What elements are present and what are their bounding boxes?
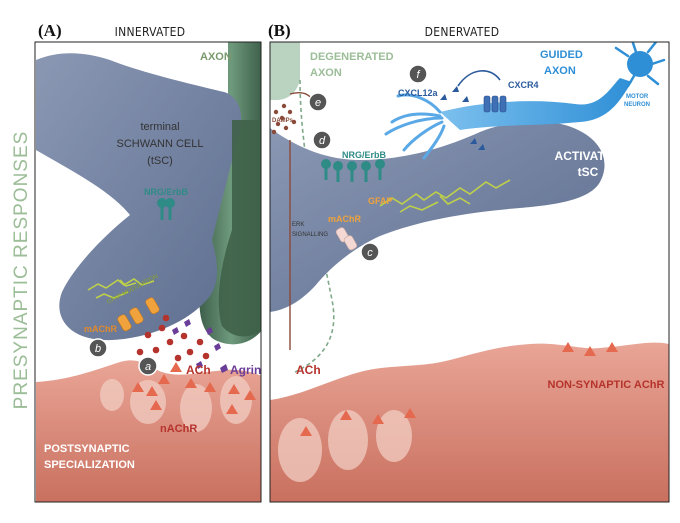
badge-a: a bbox=[138, 356, 158, 376]
postsynaptic-label-line2: SPECIALIZATION bbox=[44, 459, 135, 471]
panel-a-letter: (A) bbox=[38, 21, 62, 40]
motor-neuron-label-line1: MOTOR bbox=[626, 94, 649, 100]
panel-b-title: DENERVATED bbox=[425, 25, 500, 39]
degenerated-axon-outline bbox=[294, 79, 335, 373]
machr-label-a: mAChR bbox=[84, 324, 117, 334]
machr-receptors-b bbox=[335, 227, 358, 251]
badge-c: c bbox=[360, 242, 380, 262]
schwann-label-line3: (tSC) bbox=[147, 155, 173, 167]
ach-molecules-a bbox=[136, 314, 210, 362]
svg-text:e: e bbox=[315, 97, 321, 109]
non-synaptic-achr bbox=[300, 342, 618, 436]
cxcl12a-arrow bbox=[457, 70, 501, 87]
side-title: PRESYNAPTIC RESPONSES bbox=[11, 131, 32, 410]
nrg-label-a: NRG/ErbB bbox=[144, 187, 189, 197]
agrin-molecules-a bbox=[172, 319, 221, 369]
muscle-b bbox=[270, 342, 669, 502]
schwann-label-line1: terminal bbox=[140, 121, 179, 133]
machr-receptors-a bbox=[117, 297, 160, 332]
postsynaptic-folds-b bbox=[278, 410, 412, 482]
svg-text:a: a bbox=[145, 361, 151, 373]
axon-a-front bbox=[218, 120, 261, 337]
schwann-cell-a bbox=[36, 53, 242, 341]
damps bbox=[271, 103, 297, 135]
badge-b: b bbox=[88, 338, 108, 358]
svg-text:d: d bbox=[319, 135, 326, 147]
panel-b-frame bbox=[269, 41, 670, 503]
machr-label-b: mAChR bbox=[328, 214, 361, 224]
panel-a: AXON terminal SCHWANN CELL (tSC) NRG/Erb… bbox=[36, 42, 261, 502]
nrg-label-b: NRG/ErbB bbox=[342, 150, 387, 160]
degenerated-axon-label-line2: AXON bbox=[310, 67, 342, 79]
gfap-filaments-b bbox=[379, 179, 511, 213]
degenerated-axon-label-line1: DEGENERATED bbox=[310, 51, 394, 63]
cxcl12a-label: CXCL12a bbox=[398, 88, 439, 98]
non-synaptic-achr-label: NON-SYNAPTIC AChR bbox=[548, 379, 665, 391]
badge-d: d bbox=[312, 130, 332, 150]
nrg-erbb-receptors-b bbox=[321, 159, 385, 182]
erk-label-line2: SIGNALLING bbox=[292, 232, 328, 238]
svg-text:b: b bbox=[95, 343, 101, 355]
guided-axon-label-line1: GUIDED bbox=[540, 49, 583, 61]
gfap-filaments-a bbox=[87, 278, 155, 299]
gfap-label-b: GFAP bbox=[368, 196, 393, 206]
motor-neuron bbox=[614, 42, 666, 88]
panel-a-title: INNERVATED bbox=[115, 25, 186, 39]
activated-tsc-label-line2: tSC bbox=[578, 165, 599, 179]
agrin-legend-icon bbox=[220, 364, 228, 373]
badge-f: f bbox=[408, 64, 428, 84]
axon-label-a: AXON bbox=[200, 51, 232, 63]
guided-axon bbox=[440, 78, 632, 130]
growth-cone bbox=[384, 93, 446, 160]
panel-a-frame bbox=[34, 41, 262, 503]
panel-b: DEGENERATED AXON GUIDED AXON MOTOR NEURO… bbox=[270, 42, 669, 502]
cxcr4-receptors bbox=[483, 95, 507, 113]
svg-text:c: c bbox=[367, 247, 373, 259]
nachr-receptors-a bbox=[132, 362, 256, 414]
badge-e: e bbox=[308, 92, 328, 112]
erk-label-line1: ERK bbox=[292, 222, 304, 228]
svg-text:f: f bbox=[416, 69, 420, 81]
panel-b-letter: (B) bbox=[268, 21, 291, 40]
postsynaptic-label-line1: POSTSYNAPTIC bbox=[44, 443, 130, 455]
motor-neuron-label-line2: NEURON bbox=[624, 102, 650, 108]
schwann-label-line2: SCHWANN CELL bbox=[117, 138, 204, 150]
cxcr4-label: CXCR4 bbox=[508, 80, 539, 90]
ach-label-b: ACh bbox=[296, 363, 321, 377]
ach-label-a: ACh bbox=[186, 363, 211, 377]
nrg-erbb-receptors-a bbox=[157, 198, 175, 220]
damps-label: DAMPs bbox=[272, 118, 294, 124]
degenerated-axon bbox=[270, 42, 300, 100]
agrin-label-a: Agrin bbox=[230, 363, 261, 377]
nachr-label-a: nAChR bbox=[160, 423, 197, 435]
guided-axon-label-line2: AXON bbox=[544, 65, 576, 77]
cxcl12a-ligands bbox=[440, 86, 485, 150]
activated-tsc-label-line1: ACTIVATED bbox=[555, 149, 622, 163]
